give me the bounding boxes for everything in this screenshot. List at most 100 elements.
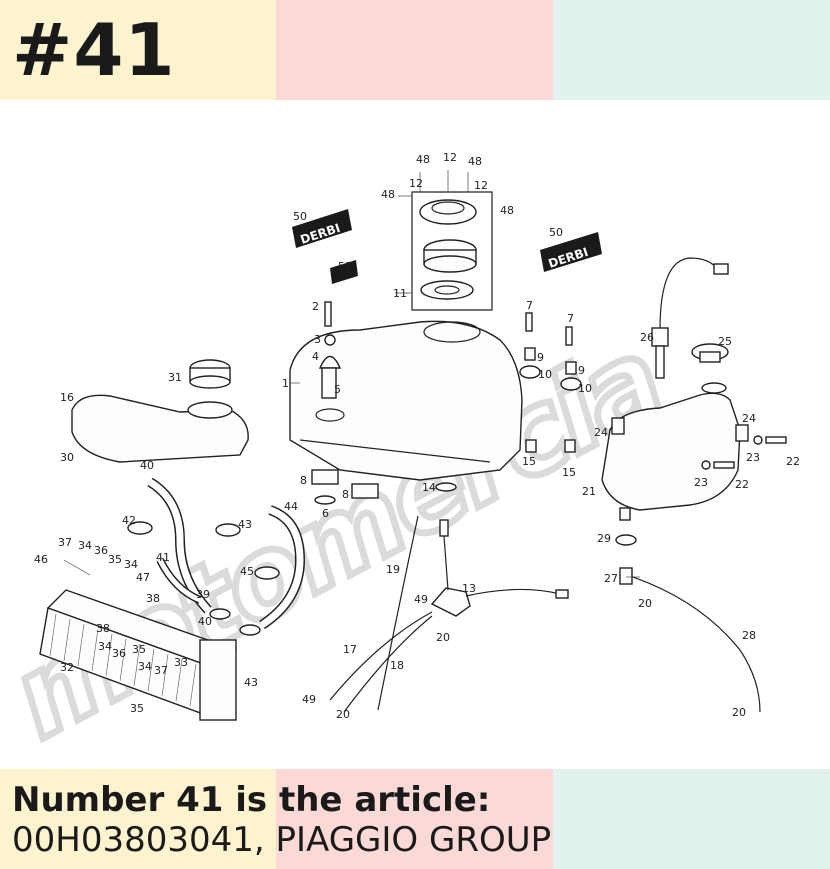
article-caption: Number 41 is the article: bbox=[12, 780, 491, 820]
callout-34: 34 bbox=[98, 640, 112, 653]
callout-23: 23 bbox=[746, 451, 760, 464]
callout-20: 20 bbox=[436, 631, 450, 644]
band-pink bbox=[276, 0, 553, 100]
callout-5: 5 bbox=[334, 383, 341, 396]
callout-42: 42 bbox=[122, 514, 136, 527]
callout-27: 27 bbox=[604, 572, 618, 585]
callout-50: 50 bbox=[549, 226, 563, 239]
fuel-sender bbox=[651, 257, 729, 379]
band-yellow bbox=[0, 0, 276, 100]
callout-48: 48 bbox=[500, 204, 514, 217]
callout-6: 6 bbox=[322, 507, 329, 520]
callout-35: 35 bbox=[130, 702, 144, 715]
article-code: 00H03803041, PIAGGIO GROUP bbox=[12, 820, 552, 860]
callout-12: 12 bbox=[474, 179, 488, 192]
band-mint bbox=[553, 0, 830, 100]
callout-20: 20 bbox=[732, 706, 746, 719]
callout-20: 20 bbox=[336, 708, 350, 721]
tank-pads bbox=[311, 469, 457, 505]
callout-38: 38 bbox=[96, 622, 110, 635]
callout-29: 29 bbox=[597, 532, 611, 545]
callout-10: 10 bbox=[538, 368, 552, 381]
callout-12: 12 bbox=[409, 177, 423, 190]
callout-11: 11 bbox=[393, 287, 407, 300]
callout-18: 18 bbox=[390, 659, 404, 672]
callout-37: 37 bbox=[154, 664, 168, 677]
callout-30: 30 bbox=[60, 451, 74, 464]
callout-24: 24 bbox=[594, 426, 608, 439]
callout-44: 44 bbox=[284, 500, 298, 513]
callout-46: 46 bbox=[34, 553, 48, 566]
derbi-logo-decal bbox=[330, 260, 358, 284]
band-yellow bbox=[0, 769, 276, 869]
callout-37: 37 bbox=[58, 536, 72, 549]
callout-32: 32 bbox=[60, 661, 74, 674]
callout-25: 25 bbox=[718, 335, 732, 348]
fuel-cap-assembly bbox=[411, 170, 493, 311]
callout-17: 17 bbox=[343, 643, 357, 656]
callout-10: 10 bbox=[578, 382, 592, 395]
callout-45: 45 bbox=[240, 565, 254, 578]
tank-mount-left bbox=[318, 301, 342, 399]
leader-lines bbox=[63, 195, 640, 578]
radiator-cap bbox=[189, 359, 231, 389]
callout-8: 8 bbox=[342, 488, 349, 501]
fuel-tank bbox=[289, 320, 523, 481]
callout-48: 48 bbox=[381, 188, 395, 201]
callout-43: 43 bbox=[244, 676, 258, 689]
callout-35: 35 bbox=[132, 643, 146, 656]
callout-9: 9 bbox=[578, 364, 585, 377]
callout-9: 9 bbox=[537, 351, 544, 364]
exploded-parts-diagram: motomercia DERBI DERBI bbox=[0, 151, 800, 767]
callout-15: 15 bbox=[562, 466, 576, 479]
radiator bbox=[39, 589, 238, 721]
callout-2: 2 bbox=[312, 300, 319, 313]
callout-40: 40 bbox=[140, 459, 154, 472]
fuel-tap bbox=[430, 519, 569, 617]
callout-15: 15 bbox=[522, 455, 536, 468]
expansion-tank-left bbox=[71, 394, 249, 463]
callout-34: 34 bbox=[78, 539, 92, 552]
callout-50: 50 bbox=[293, 210, 307, 223]
callout-49: 49 bbox=[414, 593, 428, 606]
callout-49: 49 bbox=[302, 693, 316, 706]
coolant-hoses bbox=[127, 477, 306, 636]
callout-4: 4 bbox=[312, 350, 319, 363]
callout-35: 35 bbox=[108, 553, 122, 566]
callout-13: 13 bbox=[462, 582, 476, 595]
footer-band bbox=[0, 769, 830, 869]
callout-43: 43 bbox=[238, 518, 252, 531]
band-pink bbox=[276, 769, 553, 869]
callout-1: 1 bbox=[282, 377, 289, 390]
fuel-lines bbox=[329, 515, 761, 713]
band-mint bbox=[553, 769, 830, 869]
callout-34: 34 bbox=[138, 660, 152, 673]
mount-bracket-right bbox=[611, 417, 787, 470]
callout-36: 36 bbox=[94, 544, 108, 557]
callout-12: 12 bbox=[443, 151, 457, 164]
callout-33: 33 bbox=[174, 656, 188, 669]
expansion-tank-right bbox=[601, 382, 741, 521]
callout-8: 8 bbox=[300, 474, 307, 487]
callout-3: 3 bbox=[314, 333, 321, 346]
callout-14: 14 bbox=[422, 481, 436, 494]
callout-51: 51 bbox=[338, 260, 352, 273]
callout-16: 16 bbox=[60, 391, 74, 404]
callout-39: 39 bbox=[196, 588, 210, 601]
callout-7: 7 bbox=[526, 299, 533, 312]
callout-24: 24 bbox=[742, 412, 756, 425]
callout-23: 23 bbox=[694, 476, 708, 489]
callout-20: 20 bbox=[638, 597, 652, 610]
callout-22: 22 bbox=[735, 478, 749, 491]
callout-41: 41 bbox=[156, 551, 170, 564]
callout-22: 22 bbox=[786, 455, 800, 468]
callout-38: 38 bbox=[146, 592, 160, 605]
header-band bbox=[0, 0, 830, 100]
reservoir-cap bbox=[691, 343, 729, 363]
callout-19: 19 bbox=[386, 563, 400, 576]
callout-26: 26 bbox=[640, 331, 654, 344]
overflow-hose bbox=[60, 316, 272, 506]
callout-21: 21 bbox=[582, 485, 596, 498]
tank-mount-right bbox=[519, 312, 582, 453]
